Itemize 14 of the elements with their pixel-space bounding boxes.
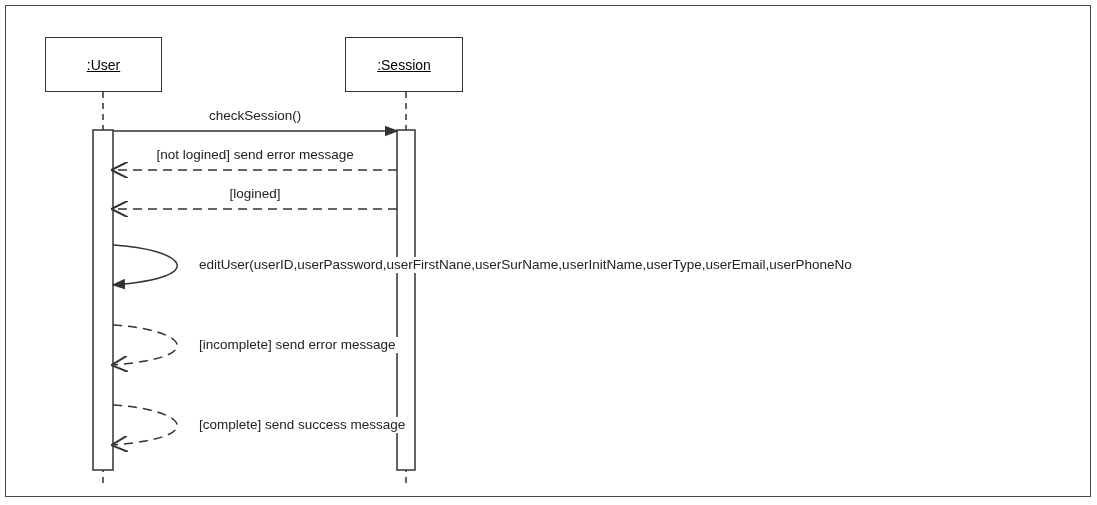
object-box: :User <box>45 37 162 92</box>
message-label: [complete] send success message <box>197 417 408 433</box>
message-label: [incomplete] send error message <box>197 337 398 353</box>
message-label: [not logined] send error message <box>154 147 356 163</box>
message-arrow <box>112 125 399 137</box>
object-box: :Session <box>345 37 463 92</box>
message-label: editUser(userID,userPassword,userFirstNane,userSurName,userInitName,userType,userEmail,userPhoneNo <box>197 257 854 273</box>
reply-arrow <box>110 199 398 219</box>
reply-arrow <box>110 324 178 373</box>
reply-arrow <box>110 404 178 453</box>
reply-arrow <box>110 160 398 180</box>
message-label: checkSession() <box>207 108 304 124</box>
message-arrow <box>111 244 178 290</box>
message-label: [logined] <box>227 186 283 202</box>
